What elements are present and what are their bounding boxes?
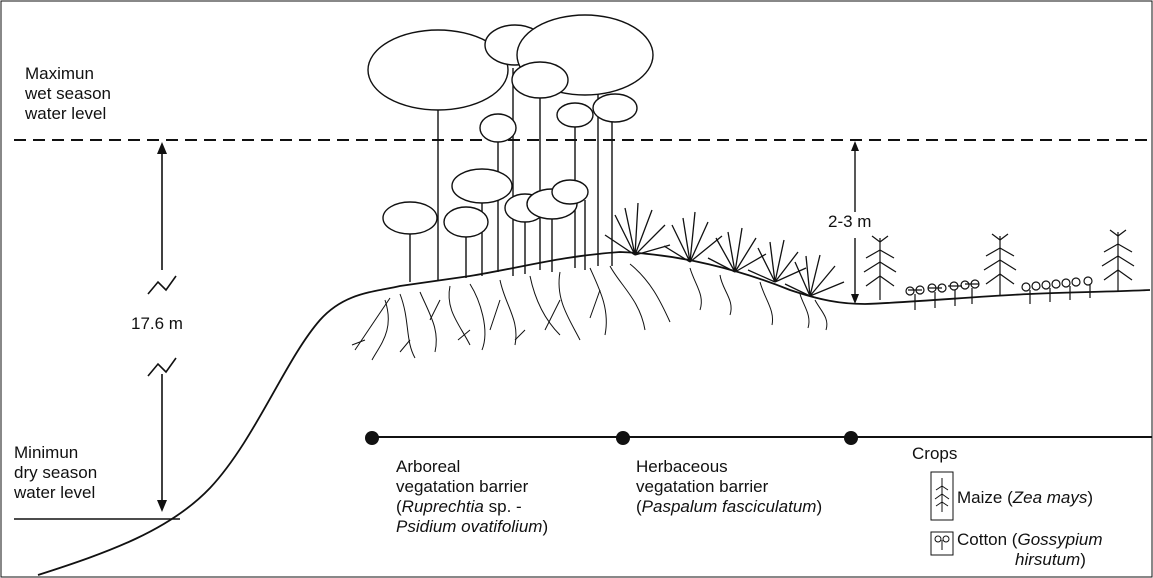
zone-timeline bbox=[365, 431, 1152, 445]
max-water-label-line1: Maximun bbox=[25, 64, 111, 84]
depth-crop-zone-label: 2-3 m bbox=[828, 212, 871, 232]
maize-species: Zea mays bbox=[1013, 488, 1088, 507]
maize-legend-label: Maize (Zea mays) bbox=[957, 488, 1093, 508]
arboreal-species-line2: Psidium ovatifolium) bbox=[396, 517, 548, 537]
arboreal-species-b: Psidium ovatifolium bbox=[396, 517, 542, 536]
max-water-label-line3: water level bbox=[25, 104, 111, 124]
maize-close: ) bbox=[1087, 488, 1093, 507]
maize-name: Maize ( bbox=[957, 488, 1013, 507]
cotton-close: ) bbox=[1080, 550, 1086, 569]
max-water-label-line2: wet season bbox=[25, 84, 111, 104]
crop-plants bbox=[864, 230, 1134, 310]
herbaceous-species-line: (Paspalum fasciculatum) bbox=[636, 497, 822, 517]
roots-herbaceous bbox=[690, 268, 827, 330]
ground-profile bbox=[38, 252, 1150, 575]
arboreal-species-a: Ruprechtia bbox=[402, 497, 484, 516]
arboreal-title-line1: Arboreal bbox=[396, 457, 548, 477]
herbaceous-tussocks bbox=[605, 203, 844, 296]
maize-plant bbox=[864, 236, 896, 300]
cotton-legend-icon bbox=[931, 532, 953, 555]
herbaceous-title-line2: vegatation barrier bbox=[636, 477, 822, 497]
roots-arboreal bbox=[352, 264, 670, 360]
zone-marker-crops bbox=[844, 431, 858, 445]
crops-zone-title: Crops bbox=[912, 444, 957, 464]
zone-marker-start bbox=[365, 431, 379, 445]
cotton-name: Cotton ( bbox=[957, 530, 1017, 549]
cotton-species-2: hirsutum bbox=[1015, 550, 1080, 569]
maize-plant bbox=[1102, 230, 1134, 292]
herbaceous-zone-label: Herbaceous vegatation barrier (Paspalum … bbox=[636, 457, 822, 517]
min-water-label: Minimun dry season water level bbox=[14, 443, 97, 503]
arboreal-species-line1: (Ruprechtia sp. - bbox=[396, 497, 548, 517]
tree-canopy-group bbox=[368, 15, 653, 282]
depth-total-label: 17.6 m bbox=[131, 314, 183, 334]
herbaceous-species-close: ) bbox=[816, 497, 822, 516]
min-water-label-line1: Minimun bbox=[14, 443, 97, 463]
maize-legend-icon bbox=[931, 472, 953, 520]
cotton-legend-label: Cotton (Gossypium hirsutum) bbox=[957, 530, 1103, 570]
arboreal-zone-label: Arboreal vegatation barrier (Ruprechtia … bbox=[396, 457, 548, 537]
herbaceous-title-line1: Herbaceous bbox=[636, 457, 822, 477]
zone-marker-herbaceous bbox=[616, 431, 630, 445]
min-water-label-line2: dry season bbox=[14, 463, 97, 483]
arboreal-species-close: ) bbox=[542, 517, 548, 536]
maize-plant bbox=[984, 234, 1016, 296]
arboreal-title-line2: vegatation barrier bbox=[396, 477, 548, 497]
max-water-label: Maximun wet season water level bbox=[25, 64, 111, 124]
herbaceous-species: Paspalum fasciculatum bbox=[642, 497, 817, 516]
arboreal-species-a-suffix: sp. - bbox=[484, 497, 522, 516]
cotton-species: Gossypium bbox=[1017, 530, 1102, 549]
min-water-label-line3: water level bbox=[14, 483, 97, 503]
